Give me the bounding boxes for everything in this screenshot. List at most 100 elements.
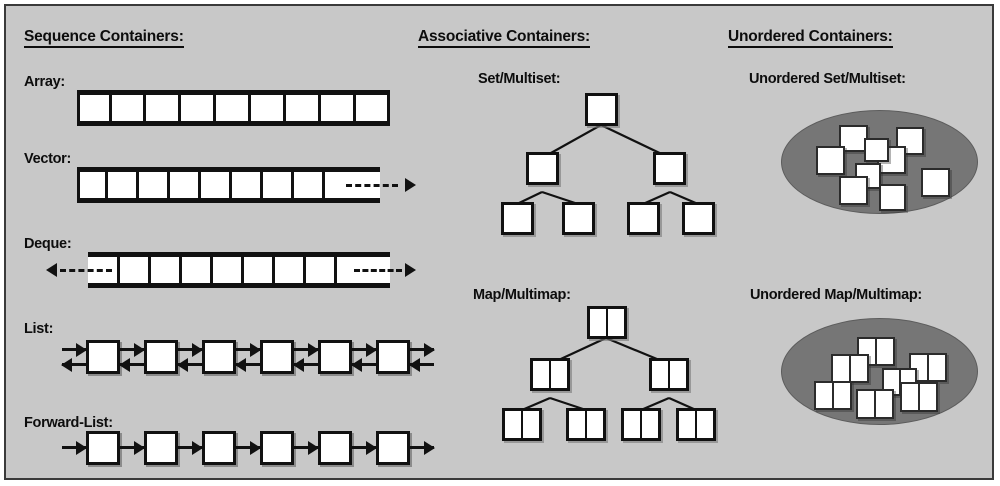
- list-prev-arrow-icon: [235, 357, 260, 372]
- set-tree-node: [526, 152, 559, 185]
- map-node-key-cell: [859, 339, 877, 364]
- set-tree-node: [653, 152, 686, 185]
- forward-list-next-arrow-icon: [410, 440, 435, 455]
- map-node-key-cell: [679, 411, 697, 438]
- vector-cell: [77, 172, 108, 198]
- list-next-arrow-icon: [62, 342, 87, 357]
- label-unordered-set-multiset: Unordered Set/Multiset:: [749, 71, 906, 87]
- array-cell: [286, 95, 321, 121]
- set-tree-node-leaf: [682, 202, 715, 235]
- list-next-arrow-icon: [410, 342, 435, 357]
- vector-diagram: [77, 167, 380, 203]
- list-node: [260, 340, 294, 374]
- map-node-key-cell: [590, 309, 608, 336]
- forward-list-next-arrow-icon: [120, 440, 145, 455]
- vector-cell: [232, 172, 263, 198]
- list-next-arrow-icon: [294, 342, 319, 357]
- diagram-panel: Sequence Containers: Associative Contain…: [4, 4, 994, 480]
- map-node-value-cell: [877, 339, 893, 364]
- array-cell: [251, 95, 286, 121]
- vector-cell: [263, 172, 294, 198]
- list-next-arrow-icon: [236, 342, 261, 357]
- list-prev-arrow-icon: [61, 357, 86, 372]
- forward-list-node: [318, 431, 352, 465]
- deque-cell: [182, 257, 213, 283]
- vector-cell: [139, 172, 170, 198]
- unordered-set-item: [839, 176, 868, 205]
- array-bottom-bar: [77, 121, 390, 126]
- map-tree-node: [649, 358, 689, 391]
- label-array: Array:: [24, 74, 65, 90]
- deque-cell: [213, 257, 244, 283]
- list-node: [144, 340, 178, 374]
- label-set-multiset: Set/Multiset:: [478, 71, 561, 87]
- array-cell: [181, 95, 216, 121]
- list-node: [318, 340, 352, 374]
- label-list: List:: [24, 321, 54, 337]
- list-prev-arrow-icon: [351, 357, 376, 372]
- array-cell: [321, 95, 356, 121]
- map-tree-node-leaf: [676, 408, 716, 441]
- map-node-key-cell: [833, 356, 851, 381]
- map-node-key-cell: [569, 411, 587, 438]
- set-tree-node-leaf: [501, 202, 534, 235]
- list-node: [376, 340, 410, 374]
- map-node-value-cell: [876, 391, 892, 417]
- map-node-value-cell: [697, 411, 713, 438]
- map-node-value-cell: [851, 356, 867, 381]
- map-node-key-cell: [624, 411, 642, 438]
- unordered-map-item: [856, 389, 894, 419]
- vector-cell: [170, 172, 201, 198]
- map-node-value-cell: [929, 355, 945, 380]
- deque-cell: [306, 257, 337, 283]
- list-node: [86, 340, 120, 374]
- map-node-key-cell: [911, 355, 929, 380]
- map-node-value-cell: [834, 383, 850, 408]
- forward-list-node: [376, 431, 410, 465]
- forward-list-next-arrow-icon: [62, 440, 87, 455]
- unordered-map-item: [831, 354, 869, 383]
- unordered-map-item: [900, 382, 938, 412]
- array-cell: [77, 95, 112, 121]
- array-top-bar: [77, 90, 390, 95]
- map-node-key-cell: [505, 411, 523, 438]
- deque-back-growth-arrow-icon: [354, 263, 416, 277]
- unordered-set-item: [879, 184, 906, 211]
- map-node-value-cell: [920, 384, 936, 410]
- forward-list-next-arrow-icon: [236, 440, 261, 455]
- vector-cell: [294, 172, 325, 198]
- map-node-key-cell: [652, 361, 670, 388]
- forward-list-node: [260, 431, 294, 465]
- array-cell: [112, 95, 146, 121]
- map-node-key-cell: [902, 384, 920, 410]
- list-prev-arrow-icon: [409, 357, 434, 372]
- header-sequence-containers: Sequence Containers:: [24, 28, 184, 48]
- map-tree-node-root: [587, 306, 627, 339]
- unordered-map-item: [814, 381, 852, 410]
- label-deque: Deque:: [24, 236, 72, 252]
- map-node-value-cell: [587, 411, 603, 438]
- array-diagram: [77, 90, 390, 126]
- vector-cells: [77, 172, 380, 198]
- map-node-key-cell: [816, 383, 834, 408]
- deque-cell: [151, 257, 182, 283]
- deque-bottom-bar: [88, 283, 390, 288]
- forward-list-next-arrow-icon: [352, 440, 377, 455]
- list-prev-arrow-icon: [177, 357, 202, 372]
- header-associative-containers: Associative Containers:: [418, 28, 590, 48]
- list-prev-arrow-icon: [293, 357, 318, 372]
- map-node-value-cell: [642, 411, 658, 438]
- map-node-value-cell: [551, 361, 567, 388]
- array-cell: [356, 95, 390, 121]
- array-cell: [146, 95, 181, 121]
- forward-list-node: [202, 431, 236, 465]
- map-tree-node-leaf: [566, 408, 606, 441]
- vector-cell: [201, 172, 232, 198]
- label-vector: Vector:: [24, 151, 72, 167]
- list-next-arrow-icon: [178, 342, 203, 357]
- unordered-set-item: [864, 138, 889, 162]
- forward-list-next-arrow-icon: [294, 440, 319, 455]
- vector-top-bar: [77, 167, 380, 172]
- list-next-arrow-icon: [120, 342, 145, 357]
- list-prev-arrow-icon: [119, 357, 144, 372]
